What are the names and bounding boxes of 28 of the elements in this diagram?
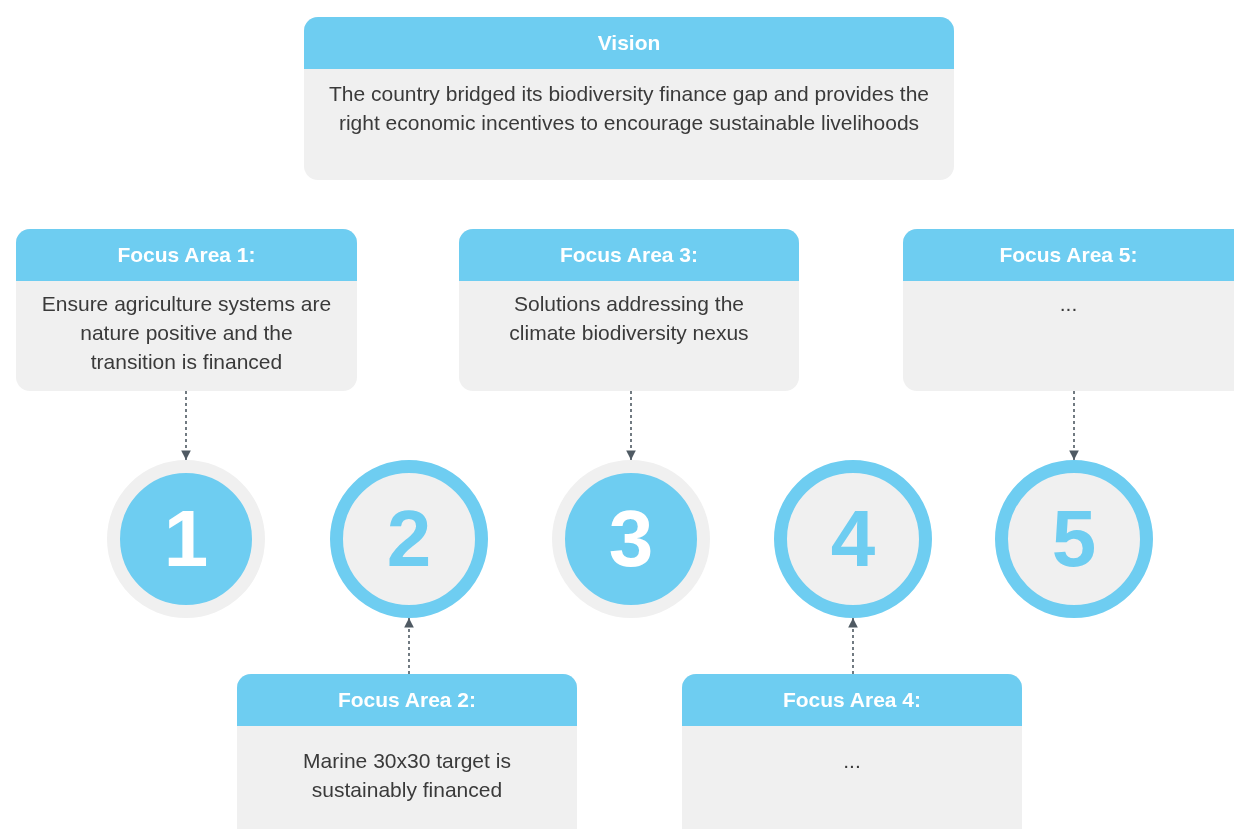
card-text: The country bridged its biodiversity finance gap and provides the right economic incentives to encourage sustainable livelihoods <box>328 81 930 136</box>
card-text: Marine 30x30 target is sustainably financed <box>302 748 512 803</box>
circle-number: 2 <box>386 499 432 579</box>
card-text: Ensure agriculture systems are nature positive and the transition is financed <box>40 291 333 375</box>
dashed-arrow <box>404 617 414 675</box>
focus-card <box>304 17 954 180</box>
card-header: Focus Area 4: <box>682 674 1022 726</box>
dashed-arrow <box>181 390 191 461</box>
circle-number: 5 <box>1051 499 1097 579</box>
card-header: Vision <box>304 17 954 69</box>
focus-card <box>903 229 1234 391</box>
card-header: Focus Area 3: <box>459 229 799 281</box>
card-text: ... <box>843 748 861 774</box>
focus-card <box>682 674 1022 829</box>
dashed-arrow <box>1069 390 1079 461</box>
circle-number: 4 <box>830 499 876 579</box>
card-header: Focus Area 1: <box>16 229 357 281</box>
dashed-arrow <box>626 390 636 461</box>
card-header: Focus Area 5: <box>903 229 1234 281</box>
focus-card <box>459 229 799 391</box>
circle-number: 1 <box>163 499 209 579</box>
dashed-arrow <box>848 617 858 675</box>
card-text: ... <box>1059 291 1078 317</box>
circle-number: 3 <box>608 499 654 579</box>
focus-card <box>16 229 357 391</box>
focus-card <box>237 674 577 829</box>
card-text: Solutions addressing the climate biodiversity nexus <box>508 291 750 346</box>
card-header: Focus Area 2: <box>237 674 577 726</box>
